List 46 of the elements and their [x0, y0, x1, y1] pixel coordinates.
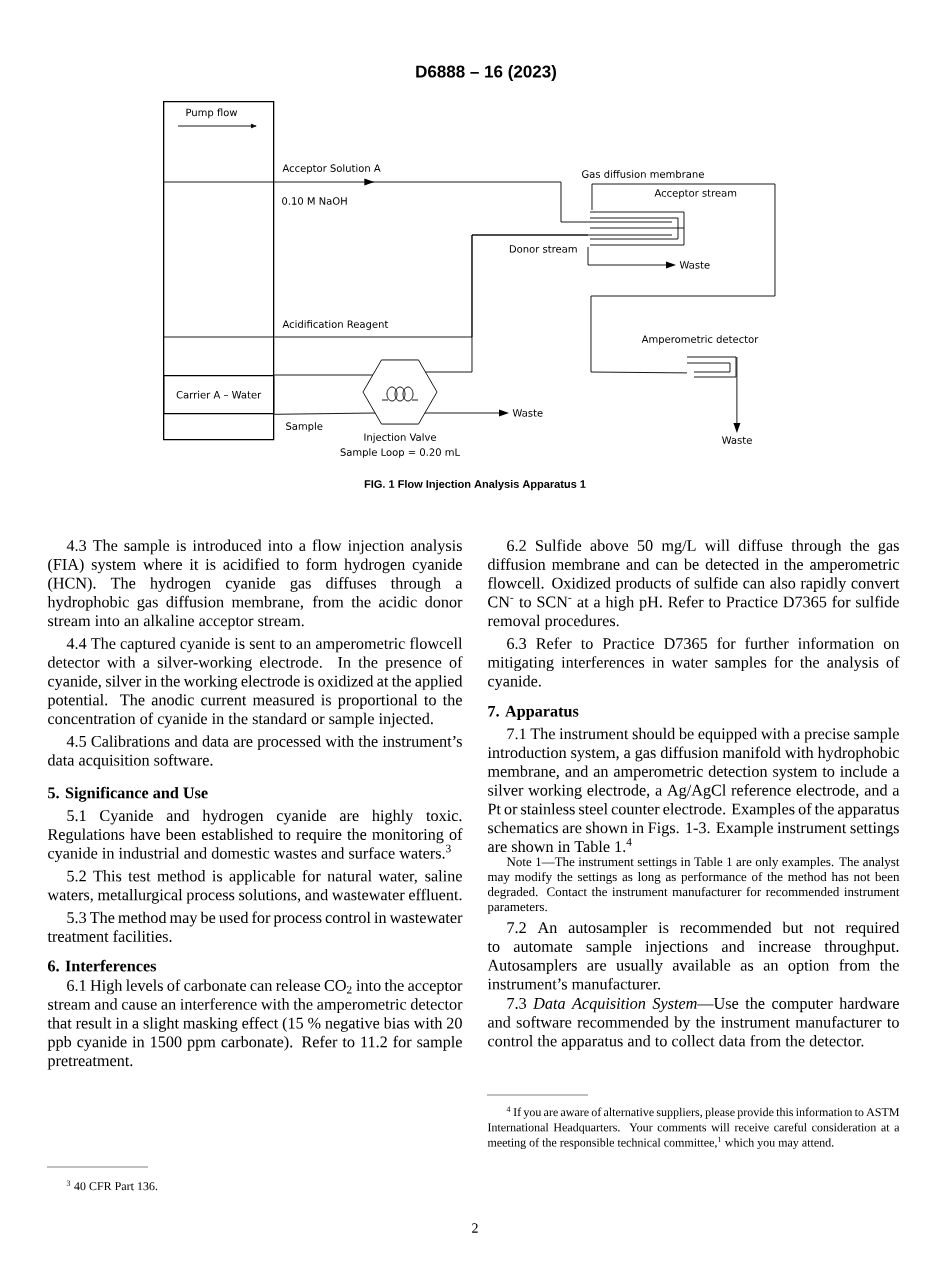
edge-label: Sample: [284, 421, 324, 433]
channel-cell: Carrier A – Water: [163, 375, 275, 415]
footnote-text: $^{3}$ 40 CFR Part 136.: [66, 1180, 158, 1191]
flow-line: [273, 412, 376, 415]
gas-diffusion-manifold: [587, 211, 685, 246]
footnote-text: $^{4}$ If you are aware of alternative suppliers, please provide this information to ASTM International Headquarters. Your comments will receive careful consideration at a meeting of the responsible technical committee,$^{1}$ which you may attend.: [487, 1106, 900, 1150]
edge-label: Acidification Reagent: [281, 319, 390, 331]
valve-caption: Sample Loop = 0.20 mL: [340, 448, 460, 458]
flow-line: [587, 246, 676, 269]
outlet-label: Waste: [679, 261, 710, 269]
flow-line: [273, 374, 374, 376]
paragraph: 4.3 The sample is introduced into a flow injection analysis (FIA) system where it is acidified to form hydrogen cyanide (HCN). The hydrogen cyanide gas diffuses through a hydrophobic gas diffusion membrane, from the acidic donor stream into an alkaline acceptor stream.: [47, 539, 463, 630]
document-code: D6888 – 16 (2023): [416, 65, 556, 81]
section-heading: 5. Significance and Use: [48, 786, 208, 802]
valve-caption: Injection Valve: [364, 433, 437, 443]
paragraph: 5.2 This test method is applicable for natural water, saline waters, metallurgical process solutions, and wastewater effluent.: [47, 869, 462, 904]
detector-cell: [686, 356, 737, 378]
flow-line: [733, 356, 741, 433]
paragraph: 6.3 Refer to Practice D7365 for further information on mitigating interferences in water samples for the analysis of cyanide.: [487, 637, 900, 690]
paragraph: 4.5 Calibrations and data are processed with the instrument’s data acquisition software.: [48, 735, 462, 769]
note-text: Note 1—The instrument settings in Table 1 are only examples. The analyst may modify the settings as long as performance of the method has not been degraded. Contact the instrument manufacturer for recommended instrument parameters.: [487, 857, 900, 914]
paragraph: 6.1 High levels of carbonate can release CO$_{2}$ into the acceptor stream and cause an interference with the amperometric detector that result in a slight masking effect (15 % negative bias with 20 ppb cyanide in 1500 ppm carbonate). Refer to 11.2 for sample pretreatment.: [47, 979, 463, 1070]
flow-line: [424, 409, 509, 417]
paragraph: 5.1 Cyanide and hydrogen cyanide are highly toxic. Regulations have been established to require the monitoring of cyanide in industrial and domestic wastes and surface waters.$^{3}$: [47, 809, 463, 863]
paragraph: 6.2 Sulfide above 50 mg/L will diffuse through the gas diffusion membrane and can be detected in the amperometric flowcell. Oxidized products of sulfide can also rapidly convert CN$^{-}$ to SCN$^{-}$ at a high pH. Refer to Practice D7365 for sulfide removal procedures.: [487, 539, 900, 630]
part-label: Amperometric detector: [641, 335, 759, 345]
paragraph: 7.3 Data Acquisition System—Use the computer hardware and software recommended by the instrument manufacturer to control the apparatus and to collect data from the detector.: [488, 997, 899, 1050]
outlet-label: Waste: [722, 436, 752, 444]
flow-label: Donor stream: [509, 245, 577, 253]
figure-caption: FIG. 1 Flow Injection Analysis Apparatus 1: [364, 479, 586, 491]
edge-label: Acceptor Solution A: [281, 163, 382, 175]
paragraph: 5.3 The method may be used for process control in wastewater treatment facilities.: [47, 911, 463, 942]
flow-label: 0.10 M NaOH: [282, 197, 347, 205]
outlet-label: Waste: [512, 409, 543, 417]
paragraph: 7.2 An autosampler is recommended but not required to automate sample injections and increase throughput. Autosamplers are usually available as an option from the instrument’s manufacturer.: [487, 921, 900, 990]
part-label: Gas diffusion membrane: [582, 170, 704, 178]
section-heading: 7. Apparatus: [488, 705, 579, 720]
flow-label: Acceptor stream: [654, 189, 737, 199]
flow-line: [273, 178, 589, 223]
paragraph: 4.4 The captured cyanide is sent to an amperometric flowcell detector with a silver-working electrode. In the presence of cyanide, silver in the working electrode is oxidized at the applied potential. The anodic current measured is proportional to the concentration of cyanide in the standard or sample injected.: [47, 637, 463, 728]
section-heading: 6. Interferences: [48, 959, 157, 972]
paragraph: 7.1 The instrument should be equipped with a precise sample introduction system, a gas diffusion manifold with hydrophobic membrane, and an amperometric detection system to include a silver working electrode, a Ag/AgCl reference electrode, and a Pt or stainless steel counter electrode. Examples of the apparatus schematics are shown in Figs. 1-3. Example instrument settings are shown in Table 1.$^{4}$: [487, 727, 900, 853]
flow-line: [424, 234, 589, 373]
injection-valve: [362, 359, 438, 425]
flow-line: [590, 183, 776, 374]
page-number: 2: [472, 1223, 478, 1233]
